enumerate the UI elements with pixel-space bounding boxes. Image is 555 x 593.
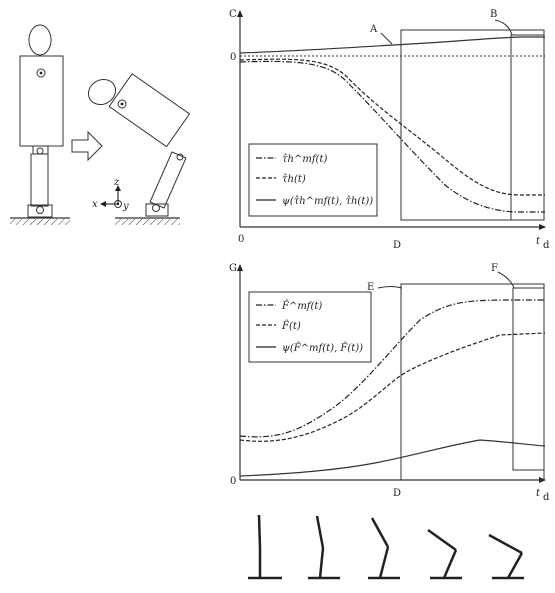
bottom-y-label-g: G bbox=[229, 263, 237, 274]
bottom-y-label-zero: 0 bbox=[230, 476, 236, 487]
top-label-a: A bbox=[369, 24, 378, 35]
bottom-window-d bbox=[400, 283, 545, 481]
bottom-label-f: F bbox=[491, 263, 498, 274]
robot-head bbox=[28, 24, 52, 56]
bottom-callout-f bbox=[497, 271, 515, 289]
top-series-tau-mf bbox=[239, 60, 545, 213]
bottom-callout-e bbox=[377, 286, 403, 289]
posture-stick-5 bbox=[488, 533, 524, 580]
top-legend-item-2: τ̂h(t) bbox=[282, 174, 306, 185]
standing-robot-illustration bbox=[10, 24, 70, 225]
bottom-legend: F̂^mf(t) F̂(t) ψ(F̂^mf(t), F̂(t)) bbox=[248, 291, 372, 363]
z-axis-label: z bbox=[113, 177, 120, 188]
bottom-series-f-mf bbox=[239, 299, 545, 438]
robot-lower-leg bbox=[30, 153, 49, 207]
top-callout-b bbox=[494, 19, 513, 36]
robot-foot-bent bbox=[145, 203, 169, 217]
bottom-window-f bbox=[512, 287, 545, 471]
top-callout-a bbox=[380, 32, 393, 45]
posture-sequence bbox=[248, 514, 524, 580]
robot-head-bent bbox=[87, 78, 117, 106]
bottom-x-label-t-sub: d bbox=[543, 492, 550, 503]
ankle-joint-icon bbox=[36, 206, 44, 214]
ground-hatch bbox=[10, 219, 70, 225]
top-series-psi bbox=[239, 36, 545, 54]
posture-stick-1 bbox=[248, 514, 282, 580]
hip-joint-icon bbox=[36, 68, 46, 78]
top-x-origin: 0 bbox=[238, 234, 244, 245]
bottom-x-label-d: D bbox=[393, 488, 401, 499]
top-x-label-t-sub: d bbox=[543, 240, 550, 251]
robot-torso-bent bbox=[108, 73, 191, 148]
robot-upper-leg bbox=[32, 145, 49, 155]
y-axis-label: y bbox=[122, 201, 129, 212]
hip-joint-bent-icon bbox=[117, 99, 127, 109]
top-label-b: B bbox=[490, 9, 497, 20]
top-x-label-d: D bbox=[393, 240, 401, 251]
bottom-x-label-t: t bbox=[536, 488, 541, 499]
robot-foot bbox=[27, 204, 53, 218]
x-axis-label: x bbox=[92, 199, 98, 210]
top-window-d bbox=[400, 29, 545, 221]
bottom-series-psi bbox=[239, 439, 546, 477]
posture-stick-3 bbox=[368, 517, 400, 580]
top-legend: τ̂h^mf(t) τ̂h(t) ψ(τ̂h^mf(t), τ̂h(t)) bbox=[248, 143, 378, 217]
robot-leg-bent bbox=[149, 151, 187, 209]
coordinate-frame-icon: z x y bbox=[92, 177, 129, 212]
top-x-label-t: t bbox=[536, 236, 541, 247]
bottom-legend-item-2: F̂(t) bbox=[281, 320, 301, 332]
bottom-label-e: E bbox=[367, 282, 374, 293]
crouching-robot-illustration bbox=[87, 73, 191, 225]
top-legend-item-3: ψ(τ̂h^mf(t), τ̂h(t)) bbox=[282, 196, 373, 207]
bottom-legend-item-1: F̂^mf(t) bbox=[281, 300, 322, 312]
bottom-chart: G 0 D t d E F F̂^mf(t) F̂(t) ψ(F̂^mf(t),… bbox=[229, 263, 550, 503]
top-chart: C 0 0 D t d A B τ̂h^mf(t) τ̂h(t) ψ(τ̂h^m… bbox=[229, 9, 550, 251]
top-legend-item-1: τ̂h^mf(t) bbox=[282, 154, 327, 165]
posture-stick-2 bbox=[308, 515, 340, 580]
posture-stick-4 bbox=[427, 528, 462, 580]
top-y-label-zero: 0 bbox=[230, 52, 236, 63]
top-y-label-c: C bbox=[229, 9, 237, 20]
top-series-tau-hat bbox=[239, 58, 545, 196]
top-window-b bbox=[510, 34, 545, 221]
transition-arrow-icon bbox=[71, 130, 103, 162]
bottom-series-f-hat bbox=[239, 332, 546, 442]
bottom-legend-item-3: ψ(F̂^mf(t), F̂(t)) bbox=[282, 342, 363, 354]
